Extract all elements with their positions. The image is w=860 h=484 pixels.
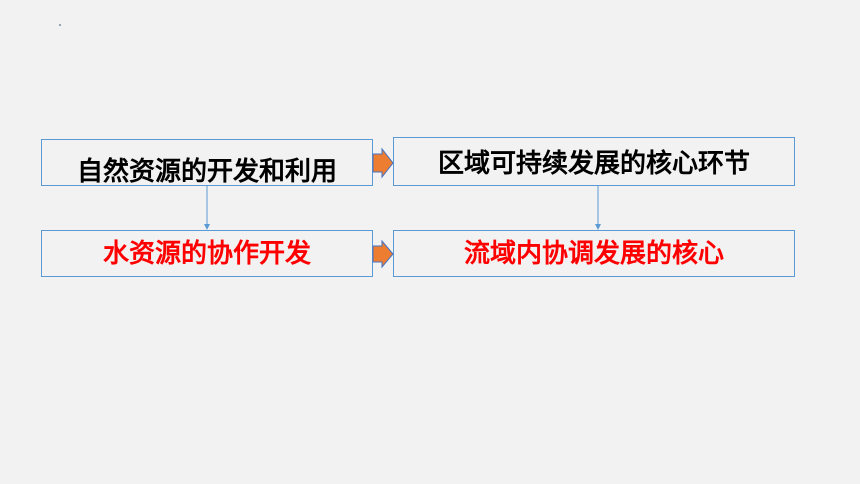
node-water-resources: 水资源的协作开发 [41,230,373,277]
node-sustainable-development-label: 区域可持续发展的核心环节 [437,149,750,179]
node-water-resources-label: 水资源的协作开发 [102,239,311,269]
slide-marker-dot [59,24,61,26]
node-basin-coordination: 流域内协调发展的核心 [393,230,795,277]
node-natural-resources-label: 自然资源的开发和利用 [76,157,337,187]
node-basin-coordination-label: 流域内协调发展的核心 [463,239,724,269]
block-arrow-bottom [372,239,394,269]
node-sustainable-development: 区域可持续发展的核心环节 [393,137,795,186]
block-arrow-top [372,147,394,179]
node-natural-resources: 自然资源的开发和利用 [41,139,373,187]
